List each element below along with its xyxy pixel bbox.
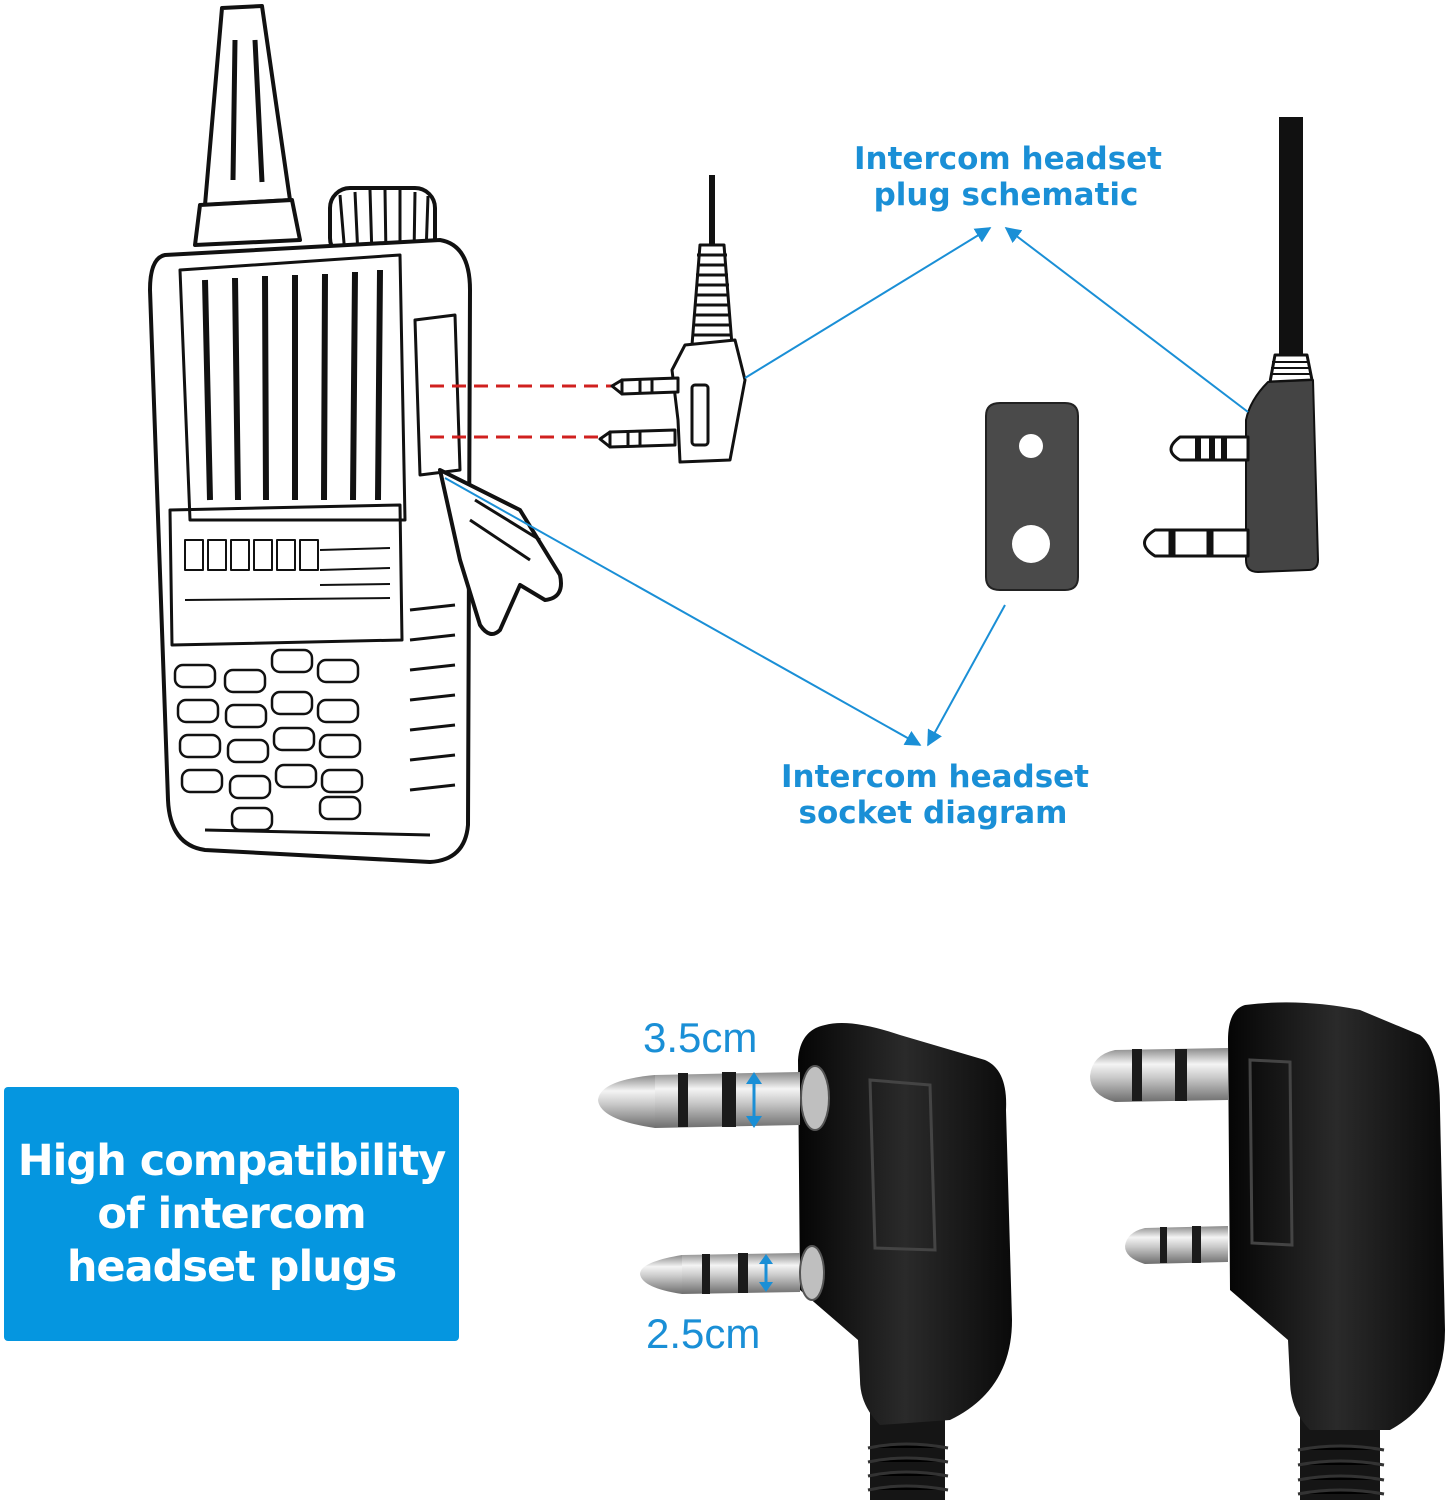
socket-diagram-label-line1: Intercom headset bbox=[781, 759, 1090, 795]
socket-diagram-label: Intercom headset socket diagram bbox=[781, 759, 1090, 831]
socket-diagram-label-line2: socket diagram bbox=[798, 795, 1068, 831]
double-arrow-icon bbox=[746, 1072, 773, 1292]
compatibility-banner: High compatibility of intercom headset p… bbox=[4, 1087, 459, 1341]
plug-schematic-icon bbox=[1143, 117, 1319, 573]
k-plug-icon bbox=[598, 175, 747, 464]
socket-plate-icon bbox=[985, 402, 1079, 591]
walkie-talkie-icon bbox=[148, 4, 563, 864]
banner-line3: headset plugs bbox=[66, 1241, 397, 1292]
k-plug-photo-icon bbox=[1090, 1002, 1445, 1500]
banner-line2: of intercom bbox=[97, 1188, 366, 1239]
plug-schematic-label-line1: Intercom headset bbox=[854, 141, 1163, 177]
k-plug-photo-icon bbox=[598, 1022, 1012, 1500]
plug-schematic-label-line2: plug schematic bbox=[873, 177, 1139, 213]
banner-line1: High compatibility bbox=[17, 1135, 447, 1186]
plug-schematic-label: Intercom headset plug schematic bbox=[854, 141, 1163, 213]
small-pin-dimension: 2.5cm bbox=[646, 1310, 761, 1357]
large-pin-dimension: 3.5cm bbox=[643, 1014, 758, 1061]
plug-guide-lines bbox=[430, 384, 612, 439]
callout-arrows bbox=[444, 227, 1249, 747]
